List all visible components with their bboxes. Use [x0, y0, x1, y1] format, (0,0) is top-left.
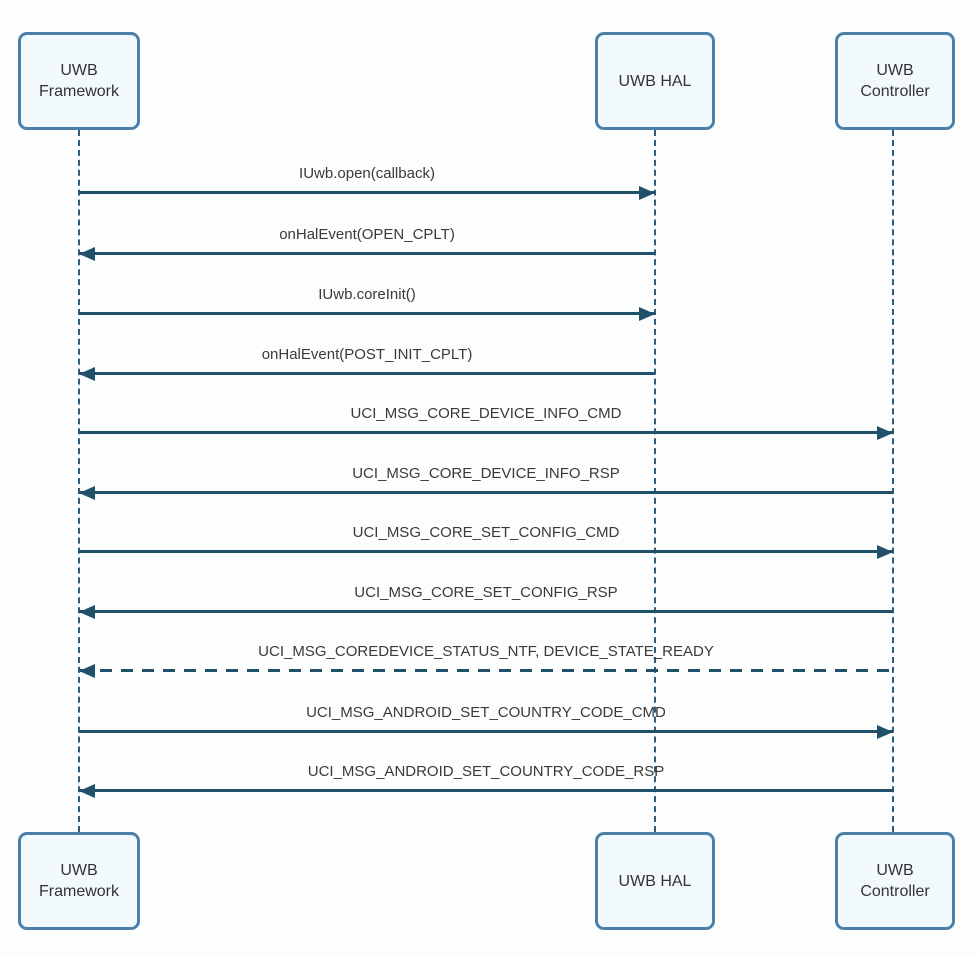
message-core-device-info-cmd: UCI_MSG_CORE_DEVICE_INFO_CMD: [79, 404, 893, 440]
dashed-arrow-left: [79, 663, 893, 678]
arrow-left: [79, 485, 893, 500]
actor-label: UWB HAL: [618, 872, 692, 890]
message-android-set-country-code-rsp: UCI_MSG_ANDROID_SET_COUNTRY_CODE_RSP: [79, 762, 893, 798]
lifeline-uwb-framework: [78, 130, 80, 832]
actor-box-uwb-hal-top: UWB HAL: [595, 32, 715, 130]
arrowhead-icon: [79, 485, 95, 500]
message-core-set-config-cmd: UCI_MSG_CORE_SET_CONFIG_CMD: [79, 523, 893, 559]
arrowhead-icon: [79, 604, 95, 619]
arrow-left: [79, 604, 893, 619]
message-iuwb-coreinit: IUwb.coreInit(): [79, 285, 655, 321]
message-device-status-ntf: UCI_MSG_COREDEVICE_STATUS_NTF, DEVICE_ST…: [79, 642, 893, 678]
lifeline-uwb-controller: [892, 130, 894, 832]
arrow-right: [79, 425, 893, 440]
arrowhead-icon: [877, 724, 893, 739]
message-label: UCI_MSG_CORE_DEVICE_INFO_RSP: [352, 465, 620, 482]
arrowhead-icon: [79, 366, 95, 381]
message-label: UCI_MSG_CORE_SET_CONFIG_RSP: [354, 584, 618, 601]
message-label: UCI_MSG_COREDEVICE_STATUS_NTF, DEVICE_ST…: [258, 643, 714, 660]
actor-label: UWB Framework: [38, 862, 119, 900]
actor-label: UWB Controller: [860, 62, 930, 100]
message-label: IUwb.coreInit(): [318, 286, 416, 303]
arrow-right: [79, 306, 655, 321]
arrow-right: [79, 544, 893, 559]
message-label: UCI_MSG_ANDROID_SET_COUNTRY_CODE_CMD: [306, 704, 666, 721]
message-onhalevent-post-init-cplt: onHalEvent(POST_INIT_CPLT): [79, 345, 655, 381]
actor-box-uwb-hal-bottom: UWB HAL: [595, 832, 715, 930]
actor-label: UWB Controller: [860, 862, 930, 900]
message-core-device-info-rsp: UCI_MSG_CORE_DEVICE_INFO_RSP: [79, 464, 893, 500]
message-onhalevent-open-cplt: onHalEvent(OPEN_CPLT): [79, 225, 655, 261]
arrowhead-icon: [639, 185, 655, 200]
message-label: UCI_MSG_CORE_SET_CONFIG_CMD: [352, 524, 620, 541]
arrow-left: [79, 246, 655, 261]
arrow-right: [79, 724, 893, 739]
actor-box-uwb-framework-top: UWB Framework: [18, 32, 140, 130]
message-core-set-config-rsp: UCI_MSG_CORE_SET_CONFIG_RSP: [79, 583, 893, 619]
message-label: onHalEvent(OPEN_CPLT): [279, 226, 455, 243]
arrow-left: [79, 783, 893, 798]
arrowhead-icon: [79, 783, 95, 798]
arrow-right: [79, 185, 655, 200]
actor-label: UWB Framework: [38, 62, 119, 100]
actor-box-uwb-controller-top: UWB Controller: [835, 32, 955, 130]
arrowhead-icon: [79, 246, 95, 261]
message-label: UCI_MSG_CORE_DEVICE_INFO_CMD: [350, 405, 622, 422]
actor-box-uwb-controller-bottom: UWB Controller: [835, 832, 955, 930]
arrowhead-icon: [877, 544, 893, 559]
actor-label: UWB HAL: [618, 72, 692, 90]
arrow-left: [79, 366, 655, 381]
message-android-set-country-code-cmd: UCI_MSG_ANDROID_SET_COUNTRY_CODE_CMD: [79, 703, 893, 739]
arrowhead-icon: [639, 306, 655, 321]
actor-box-uwb-framework-bottom: UWB Framework: [18, 832, 140, 930]
arrowhead-icon: [79, 663, 95, 678]
message-iuwb-open: IUwb.open(callback): [79, 164, 655, 200]
message-label: IUwb.open(callback): [299, 165, 435, 182]
arrowhead-icon: [877, 425, 893, 440]
lifeline-uwb-hal: [654, 130, 656, 832]
message-label: UCI_MSG_ANDROID_SET_COUNTRY_CODE_RSP: [307, 763, 665, 780]
message-label: onHalEvent(POST_INIT_CPLT): [261, 346, 473, 363]
